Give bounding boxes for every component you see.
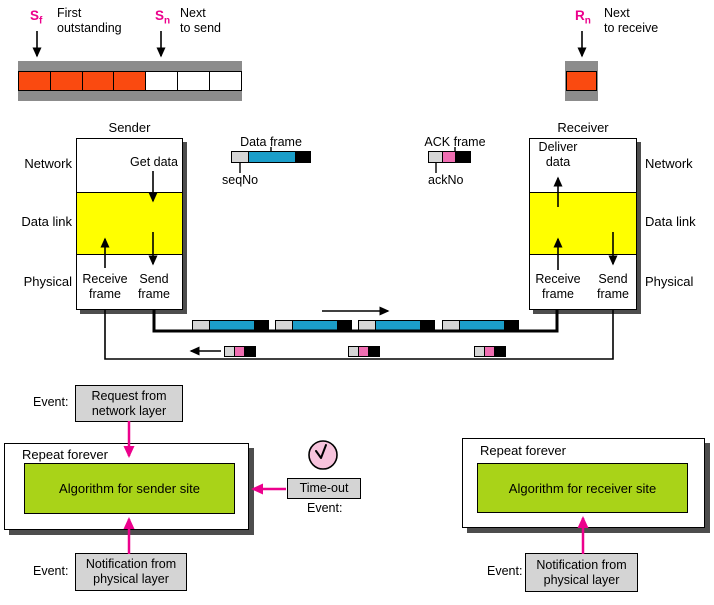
black-segment [504,321,518,330]
ack-frame-legend-label: ACK frame [424,135,486,149]
black-segment [337,321,351,330]
receiver-stack-box [529,138,637,310]
window-cell-filled [566,71,597,91]
sender-receive-frame-label: Receive frame [82,272,128,301]
black-segment [254,321,268,330]
request-from-network-box: Request from network layer [75,385,183,422]
black-segment [420,321,434,330]
gray-segment [443,321,460,330]
data-frame-in-transit [192,320,269,331]
sender-algorithm-box: Algorithm for sender site [24,463,235,514]
cyan-segment [249,152,296,162]
sf-pointer-label: Sf [30,8,42,27]
window-cell-filled [18,71,52,91]
deliver-data-label: Deliver data [538,140,578,169]
receiver-layer-network: Network [645,156,693,171]
sender-layer-physical: Physical [23,274,72,289]
window-cell-filled [113,71,147,91]
ackno-label: ackNo [428,173,464,187]
ack-frame-in-transit [348,346,380,357]
black-segment [456,152,470,162]
sender-title: Sender [108,120,151,135]
gray-segment [429,152,443,162]
gray-segment [232,152,250,162]
window-cell-empty [208,71,242,91]
ack-frame-sample [428,151,471,163]
seqno-label: seqNo [222,173,259,187]
next-to-receive-caption: Next to receive [604,6,659,35]
receiver-layer-datalink: Data link [645,214,696,229]
window-cell-filled [81,71,115,91]
cyan-segment [292,321,338,330]
sender-layer-network: Network [24,156,72,171]
pink-segment [442,152,457,162]
black-segment [495,347,505,356]
rn-pointer-label: Rn [575,8,591,27]
window-cell-filled [49,71,84,91]
pink-segment [358,347,370,356]
timeout-box: Time-out [287,478,361,499]
window-cell-empty [145,71,179,91]
data-frame-sample [231,151,311,163]
sender-notification-event-label: Event: [33,564,69,578]
cyan-segment [209,321,255,330]
sf-sub: f [39,15,43,27]
get-data-label: Get data [130,155,178,169]
sender-send-frame-label: Send frame [138,272,170,301]
gray-segment [276,321,293,330]
window-cell-empty [176,71,211,91]
first-outstanding-caption: First outstanding [57,6,122,35]
timer-clock-icon [308,440,338,470]
black-segment [245,347,255,356]
receiver-window-cells [566,71,597,91]
data-frame-in-transit [275,320,352,331]
receiver-layer-physical: Physical [645,274,694,289]
sender-repeat-forever-label: Repeat forever [22,447,108,462]
ack-frame-in-transit [224,346,256,357]
gray-segment [349,347,359,356]
receiver-datalink-band [530,191,636,255]
sn-sub: n [164,15,171,27]
sender-stack-box [76,138,183,310]
rn-sub: n [584,15,591,27]
gray-segment [475,347,485,356]
sender-notification-box: Notification from physical layer [75,553,187,591]
ack-frame-in-transit [474,346,506,357]
gray-segment [359,321,376,330]
data-frame-in-transit [442,320,519,331]
pink-segment [234,347,246,356]
black-segment [369,347,379,356]
timeout-event-label: Event: [307,501,343,515]
receiver-notification-box: Notification from physical layer [525,553,638,592]
receiver-title: Receiver [557,120,609,135]
sender-request-event-label: Event: [33,395,69,409]
sn-base: S [155,8,165,23]
data-frame-in-transit [358,320,435,331]
pink-segment [484,347,496,356]
black-segment [295,152,310,162]
rn-base: R [575,8,585,23]
sf-base: S [30,8,40,23]
data-frame-legend-label: Data frame [240,135,302,149]
gray-segment [193,321,210,330]
sn-pointer-label: Sn [155,8,170,27]
sender-window-cells [18,71,242,91]
sender-layer-datalink: Data link [21,214,72,229]
receiver-receive-frame-label: Receive frame [535,272,581,301]
receiver-send-frame-label: Send frame [597,272,629,301]
receiver-repeat-forever-label: Repeat forever [480,443,566,458]
receiver-algorithm-box: Algorithm for receiver site [477,463,688,513]
cyan-segment [459,321,505,330]
next-to-send-caption: Next to send [180,6,222,35]
gray-segment [225,347,235,356]
cyan-segment [375,321,421,330]
sender-datalink-band [77,191,182,255]
receiver-notification-event-label: Event: [487,564,523,578]
